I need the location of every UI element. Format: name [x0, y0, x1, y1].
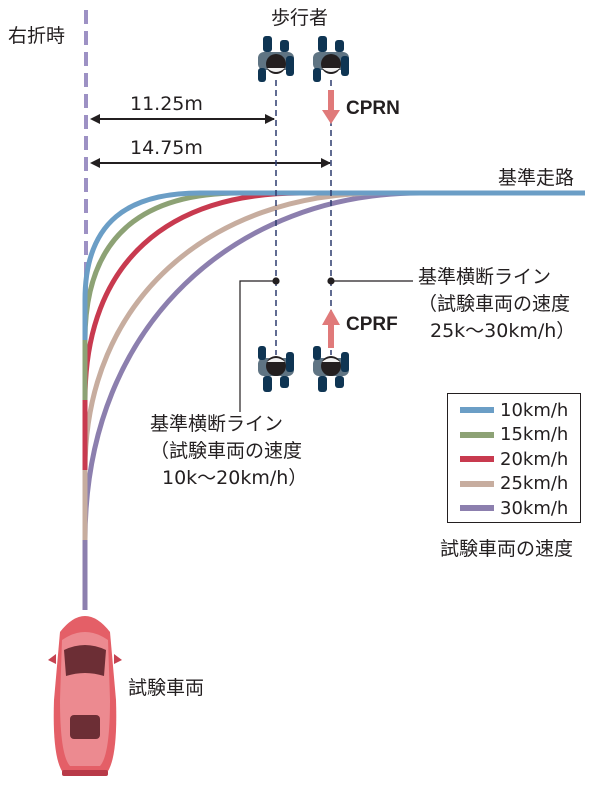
speed-legend: 10km/h 15km/h 20km/h 25km/h 30km/h — [447, 393, 581, 523]
legend-label: 10km/h — [500, 399, 569, 421]
curve-25kmh — [82, 190, 585, 540]
legend-label: 25km/h — [500, 473, 569, 495]
curve-30kmh — [82, 190, 585, 610]
distance-markers — [90, 114, 331, 168]
cprf-label: CPRF — [346, 314, 398, 335]
pedestrian-top-far — [313, 36, 349, 82]
legend-row-25kmh: 25km/h — [460, 472, 580, 497]
cprn-label: CPRN — [346, 98, 400, 119]
cross-line-far-title: 基準横断ライン — [418, 266, 552, 288]
pedestrian-bottom-far — [313, 346, 349, 392]
cprf-arrow — [322, 309, 340, 348]
pedestrian-bottom-near — [258, 346, 294, 392]
cross-line-near-title: 基準横断ライン — [150, 413, 284, 435]
legend-label: 30km/h — [500, 497, 569, 519]
pedestrian-top-near — [258, 36, 294, 82]
cross-line-near-speed-1: （試験車両の速度 — [150, 440, 303, 462]
legend-row-20kmh: 20km/h — [460, 447, 580, 472]
legend-row-10kmh: 10km/h — [460, 398, 580, 423]
legend-label: 20km/h — [500, 448, 569, 470]
legend-swatch — [460, 505, 494, 512]
legend-swatch — [460, 480, 494, 487]
crossing-callouts — [239, 277, 413, 412]
legend-swatch — [460, 456, 494, 463]
legend-title: 試験車両の速度 — [440, 538, 574, 560]
legend-swatch — [460, 431, 494, 438]
cross-line-far-speed-2: 25k～30km/h） — [430, 320, 576, 342]
dist-near-label: 11.25m — [130, 93, 203, 115]
crossing-lines — [275, 80, 332, 355]
dist-far-label: 14.75m — [130, 137, 203, 159]
vehicle-label: 試験車両 — [128, 677, 205, 699]
cprn-arrow — [322, 90, 340, 124]
right-turn-label: 右折時 — [8, 25, 66, 47]
legend-row-30kmh: 30km/h — [460, 496, 580, 521]
pedestrian-label: 歩行者 — [271, 7, 329, 29]
cross-line-near-speed-2: 10k～20km/h） — [162, 467, 308, 489]
test-vehicle — [48, 616, 122, 776]
legend-label: 15km/h — [500, 424, 569, 446]
curve-10kmh — [82, 190, 585, 340]
legend-row-15kmh: 15km/h — [460, 423, 580, 448]
legend-swatch — [460, 407, 494, 414]
speed-curves — [82, 190, 585, 610]
cross-line-far-speed-1: （試験車両の速度 — [418, 293, 571, 315]
reference-path-label: 基準走路 — [498, 167, 575, 189]
